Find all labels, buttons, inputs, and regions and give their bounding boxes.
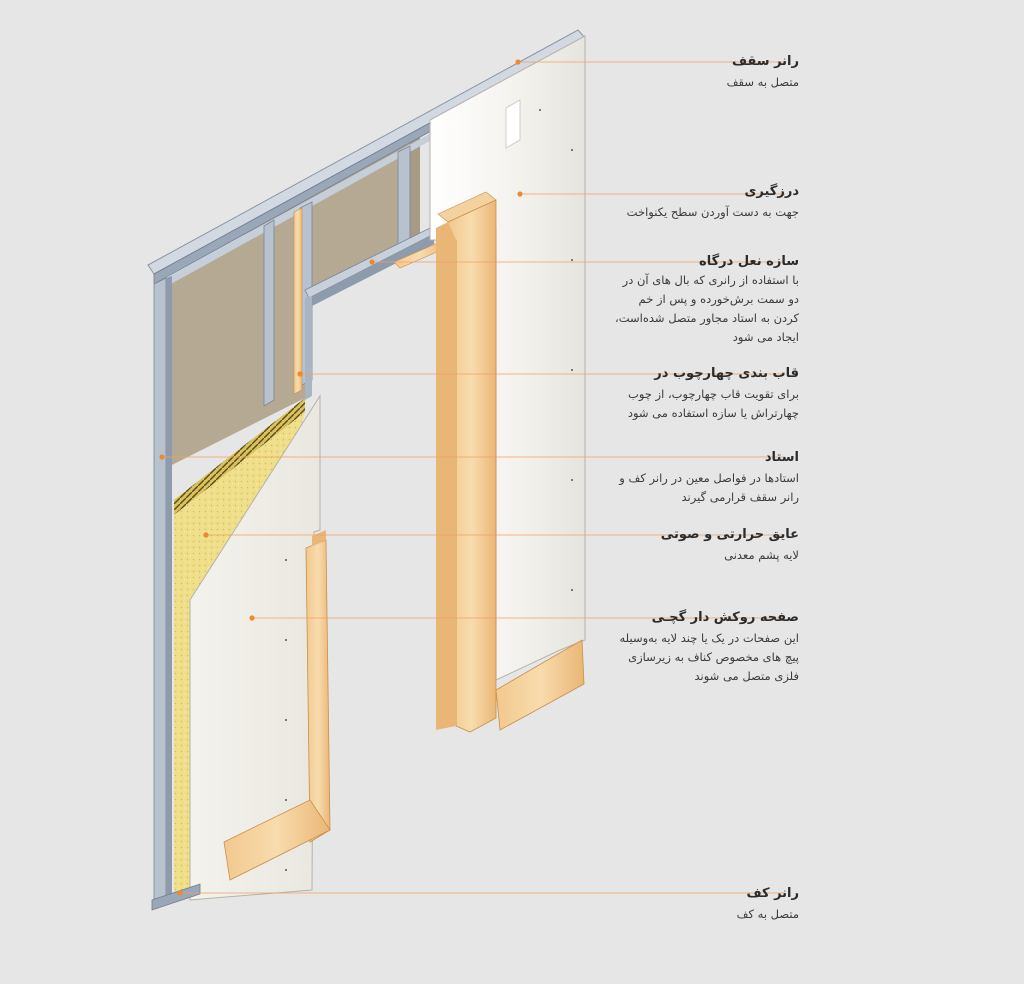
callout-title: رانر سقف [731,54,799,69]
callout-desc-line: رانر سقف قرارمی گیرند [681,490,799,504]
leader-lines [159,59,785,896]
leader-dot-gypsum-board [249,615,255,621]
leader-dot-jointing [517,191,523,197]
callout-desc-line: برای تقویت قاب چهارچوب، از چوب [628,387,799,401]
floor-runner [151,883,201,911]
frame-timber [293,207,303,395]
callout-title: عایق حرارتی و صوتی [660,527,799,542]
callout-title: صفحه روکش دار گچـی [651,610,799,625]
callout-title: رانر کف [746,886,799,901]
callout-insulation: عایق حرارتی و صوتی لایه پشم معدنی [579,526,799,565]
callout-stud: استاد استادها در فواصل معین در رانر کف و… [579,449,799,507]
callout-desc-line: متصل به سقف [726,75,799,89]
callout-ceiling-runner: رانر سقف متصل به سقف [579,53,799,92]
leader-dot-stud [159,454,165,460]
gypsum-board-left [189,394,321,901]
leader-dot-door-lintel [369,259,375,265]
callout-desc-line: با استفاده از رانری که بال های آن در [622,273,799,287]
leader-dot-floor-runner [177,890,183,896]
callout-floor-runner: رانر کف متصل به کف [579,885,799,924]
callout-desc-line: ایجاد می شود [732,330,799,344]
wall-cavity [162,126,420,470]
door-jamb-left [223,530,331,881]
callout-door-frame: قاب بندی چهارچوب در برای تقویت قاب چهارچ… [579,365,799,423]
callout-desc-line: جهت به دست آوردن سطح یکنواخت [626,205,799,219]
studs [153,145,411,907]
leader-dot-ceiling-runner [515,59,521,65]
callout-desc-line: چهارتراش یا سازه استفاده می شود [627,406,799,420]
callout-desc-line: این صفحات در یک یا چند لایه به‌وسیله [619,631,800,645]
callout-desc-line: پیچ های مخصوص کناف به زیرسازی [628,650,799,664]
callout-gypsum-board: صفحه روکش دار گچـی این صفحات در یک یا چن… [579,609,800,686]
callout-desc-line: لایه پشم معدنی [724,548,799,562]
callout-desc-line: متصل به کف [736,907,799,921]
callout-desc-line: استادها در فواصل معین در رانر کف و [619,471,799,485]
callout-desc-line: دو سمت برش‌خورده و پس از خم [638,292,799,306]
door-frame-right [436,191,585,733]
leader-dot-insulation [203,532,209,538]
callout-title: استاد [764,450,799,465]
callout-desc-line: فلزی متصل می شوند [694,669,800,683]
callout-desc-line: کردن به استاد مجاور متصل شده‌است، [615,311,799,325]
leader-dot-door-frame [297,371,303,377]
callout-title: قاب بندی چهارچوب در [654,366,799,381]
screw-marks [285,109,573,871]
callout-door-lintel: سازه نعل درگاه با استفاده از رانری که با… [579,253,799,347]
callout-title: درزگیری [744,184,799,199]
callout-title: سازه نعل درگاه [699,254,799,269]
callout-jointing: درزگیری جهت به دست آوردن سطح یکنواخت [579,183,799,222]
